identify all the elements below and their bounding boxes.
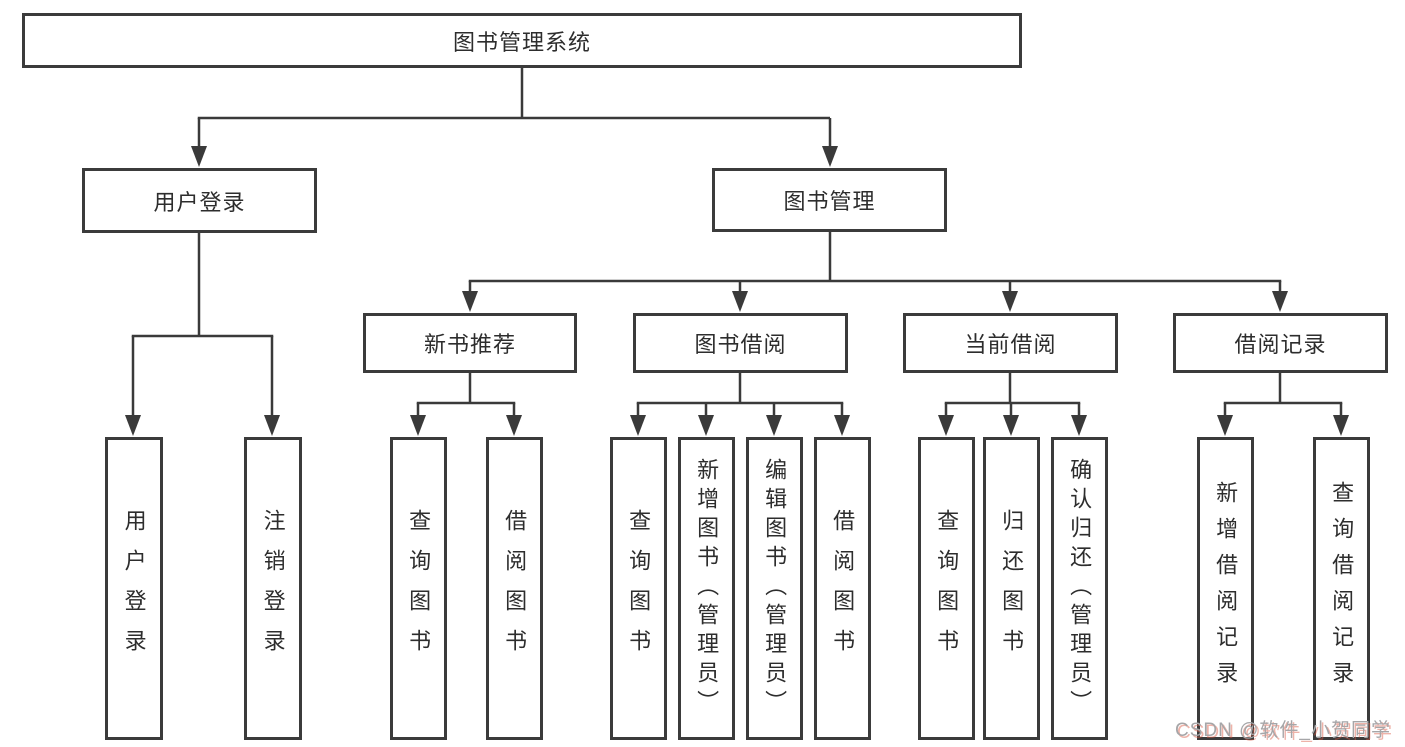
leaf-label: 借阅图书 <box>502 508 528 669</box>
leaf-label: 查询图书 <box>626 508 652 669</box>
leaf-label: 新增借阅记录 <box>1213 480 1239 697</box>
leaf-label: 查询图书 <box>934 508 960 669</box>
node-label: 图书管理系统 <box>452 29 591 55</box>
csdn-watermark: CSDN @软件_小贺同学 <box>1175 720 1391 741</box>
node-library-management-system: 图书管理系统 <box>22 13 1022 68</box>
node-label: 图书借阅 <box>694 332 787 357</box>
leaf-label: 编辑图书（管理员） <box>762 458 788 719</box>
node-borrowing-records: 借阅记录 <box>1173 313 1388 373</box>
leaf-label: 确认归还（管理员） <box>1067 458 1093 719</box>
leaf-label: 新增图书（管理员） <box>694 458 720 719</box>
leaf-confirm-return-admin: 确认归还（管理员） <box>1051 437 1108 740</box>
leaf-query-books-borrowing: 查询图书 <box>610 437 667 740</box>
node-book-management: 图书管理 <box>712 168 947 232</box>
node-current-borrowing: 当前借阅 <box>903 313 1118 373</box>
node-new-book-recommend: 新书推荐 <box>363 313 577 373</box>
leaf-borrow-books: 借阅图书 <box>814 437 871 740</box>
leaf-query-borrow-record: 查询借阅记录 <box>1313 437 1370 740</box>
leaf-query-books-current: 查询图书 <box>918 437 975 740</box>
leaf-add-borrow-record: 新增借阅记录 <box>1197 437 1254 740</box>
leaf-logout: 注销登录 <box>244 437 302 740</box>
leaf-edit-books-admin: 编辑图书（管理员） <box>746 437 803 740</box>
leaf-label: 查询借阅记录 <box>1329 480 1355 697</box>
node-label: 图书管理 <box>783 189 876 214</box>
leaf-label: 归还图书 <box>999 508 1025 669</box>
leaf-query-books-recommend: 查询图书 <box>390 437 447 740</box>
leaf-label: 借阅图书 <box>830 508 856 669</box>
leaf-user-login: 用户登录 <box>105 437 163 740</box>
node-label: 当前借阅 <box>964 332 1057 357</box>
leaf-label: 查询图书 <box>406 508 432 669</box>
leaf-add-books-admin: 新增图书（管理员） <box>678 437 735 740</box>
arrowheads <box>125 146 1349 436</box>
leaf-label: 注销登录 <box>260 508 286 669</box>
leaf-label: 用户登录 <box>121 508 147 669</box>
node-label: 用户登录 <box>153 189 246 215</box>
node-label: 借阅记录 <box>1234 332 1327 357</box>
node-book-borrowing: 图书借阅 <box>633 313 848 373</box>
leaf-borrow-books-recommend: 借阅图书 <box>486 437 543 740</box>
leaf-return-books: 归还图书 <box>983 437 1040 740</box>
node-user-login: 用户登录 <box>82 168 317 233</box>
node-label: 新书推荐 <box>423 332 516 357</box>
